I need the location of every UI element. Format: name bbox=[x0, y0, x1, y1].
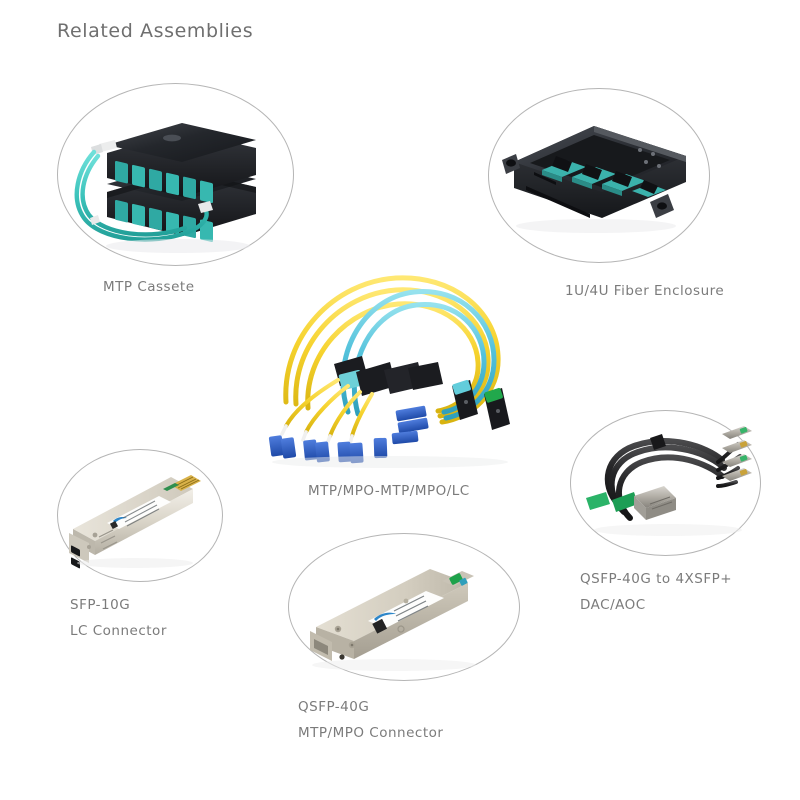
product-caption-mtp-cassette: MTP Cassete bbox=[103, 279, 195, 295]
product-image-mtp-cassette bbox=[60, 86, 291, 263]
product-caption-mtp-mpo-trunk: MTP/MPO-MTP/MPO/LC bbox=[308, 483, 470, 499]
product-image-fiber-enclosure bbox=[490, 90, 708, 261]
product-caption-qsfp-40g: QSFP-40G MTP/MPO Connector bbox=[298, 699, 444, 741]
product-image-sfp-10g bbox=[59, 451, 221, 580]
product-caption-fiber-enclosure: 1U/4U Fiber Enclosure bbox=[565, 283, 725, 299]
product-caption-sfp-10g: SFP-10G LC Connector bbox=[70, 597, 167, 639]
product-caption-qsfp-breakout: QSFP-40G to 4XSFP+ DAC/AOC bbox=[580, 571, 733, 613]
product-image-qsfp-breakout bbox=[572, 412, 759, 554]
page-title: Related Assemblies bbox=[57, 20, 254, 42]
product-image-mtp-mpo-trunk bbox=[256, 252, 524, 470]
product-image-qsfp-40g bbox=[290, 535, 518, 679]
